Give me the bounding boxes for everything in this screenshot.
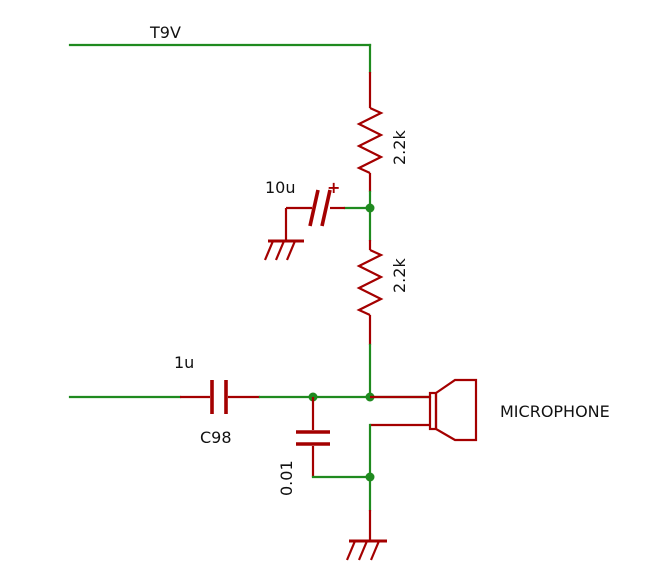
- junction-ground-node: [365, 472, 375, 482]
- resistor-top-value: 2.2k: [390, 130, 409, 165]
- decoupling-capacitor-value: 10u: [265, 178, 296, 197]
- decoupling-capacitor: [284, 189, 372, 240]
- ground-symbol-decoupling: [263, 239, 304, 261]
- ground-symbol-main: [345, 539, 387, 561]
- microphone-symbol: [370, 378, 478, 442]
- coupling-capacitor: [180, 380, 260, 414]
- microphone-label: MICROPHONE: [500, 402, 610, 421]
- filter-capacitor-value: 0.01: [277, 460, 296, 496]
- coupling-capacitor-value: 1u: [174, 353, 194, 372]
- coupling-capacitor-ref: C98: [200, 428, 232, 447]
- supply-rail: [68, 43, 372, 74]
- resistor-bottom: [356, 240, 384, 345]
- resistor-top: [356, 72, 384, 192]
- polarity-mark: +: [327, 178, 340, 197]
- filter-capacitor: [296, 397, 330, 477]
- resistor-bottom-value: 2.2k: [390, 258, 409, 293]
- supply-label: T9V: [149, 23, 181, 42]
